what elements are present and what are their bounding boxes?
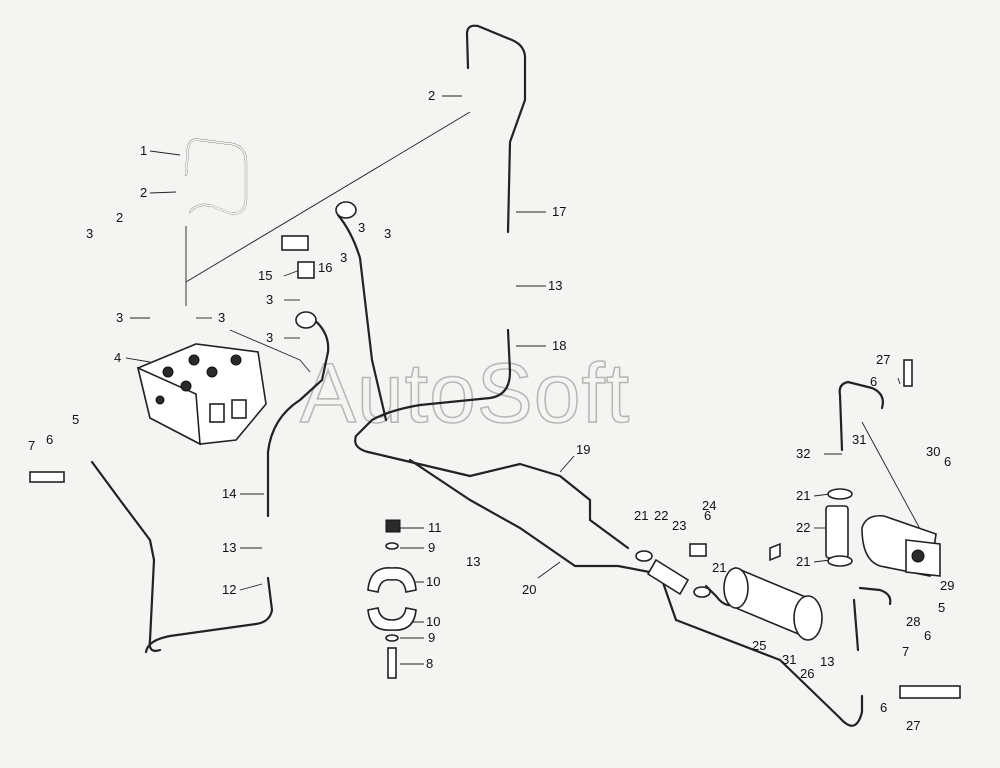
callout-label: 2: [140, 185, 147, 200]
callout-label: 27: [876, 352, 890, 367]
pump-motor: [861, 514, 941, 577]
callout-label: 13: [222, 540, 236, 555]
callout-label: 3: [86, 226, 93, 241]
callout-label: 13: [820, 654, 834, 669]
callout-label: 5: [938, 600, 945, 615]
callout-label: 7: [28, 438, 35, 453]
leader-lines: [125, 95, 931, 665]
callout-label: 9: [428, 540, 435, 555]
callout-label: 5: [72, 412, 79, 427]
callouts: 1 2 2 2 3 3 3 3 3 3 3 3 4 5 5 6 6 6 6 6 …: [28, 88, 954, 733]
callout-label: 30: [926, 444, 940, 459]
callout-label: 28: [906, 614, 920, 629]
callout-label: 12: [222, 582, 236, 597]
callout-label: 6: [870, 374, 877, 389]
callout-label: 20: [522, 582, 536, 597]
callout-label: 6: [924, 628, 931, 643]
callout-label: 6: [704, 508, 711, 523]
callout-label: 4: [114, 350, 121, 365]
callout-label: 6: [880, 700, 887, 715]
callout-label: 3: [116, 310, 123, 325]
control-valve-block: [136, 343, 267, 446]
callout-label: 9: [428, 630, 435, 645]
callout-label: 7: [902, 644, 909, 659]
callout-label: 19: [576, 442, 590, 457]
callout-label: 13: [466, 554, 480, 569]
callout-label: 2: [116, 210, 123, 225]
callout-label: 26: [800, 666, 814, 681]
callout-label: 3: [358, 220, 365, 235]
callout-label: 24: [702, 498, 716, 513]
callout-label: 31: [852, 432, 866, 447]
callout-label: 27: [906, 718, 920, 733]
callout-label: 32: [796, 446, 810, 461]
callout-label: 25: [752, 638, 766, 653]
pipes: [90, 24, 892, 727]
hoses-and-fittings: [29, 201, 961, 699]
callout-label: 11: [428, 520, 442, 535]
callout-label: 21: [796, 488, 810, 503]
callout-label: 17: [552, 204, 566, 219]
callout-label: 14: [222, 486, 236, 501]
callout-label: 3: [218, 310, 225, 325]
callout-label: 3: [266, 330, 273, 345]
callout-label: 23: [672, 518, 686, 533]
callout-label: 31: [782, 652, 796, 667]
oil-cooler-filter: [723, 542, 823, 641]
callout-label: 21: [634, 508, 648, 523]
callout-label: 2: [428, 88, 435, 103]
callout-label: 21: [712, 560, 726, 575]
watermark: AutoSoft: [300, 346, 630, 440]
callout-label: 29: [940, 578, 954, 593]
callout-label: 22: [796, 520, 810, 535]
callout-label: 18: [552, 338, 566, 353]
clamp-assembly: [367, 519, 417, 679]
callout-label: 3: [340, 250, 347, 265]
callout-label: 6: [46, 432, 53, 447]
callout-label: 10: [426, 614, 440, 629]
callout-label: 13: [548, 278, 562, 293]
callout-label: 15: [258, 268, 272, 283]
callout-label: 1: [140, 143, 147, 158]
callout-label: 8: [426, 656, 433, 671]
callout-label: 3: [384, 226, 391, 241]
callout-label: 22: [654, 508, 668, 523]
callout-label: 10: [426, 574, 440, 589]
callout-label: 6: [944, 454, 951, 469]
callout-label: 21: [796, 554, 810, 569]
callout-label: 3: [266, 292, 273, 307]
callout-label: 16: [318, 260, 332, 275]
